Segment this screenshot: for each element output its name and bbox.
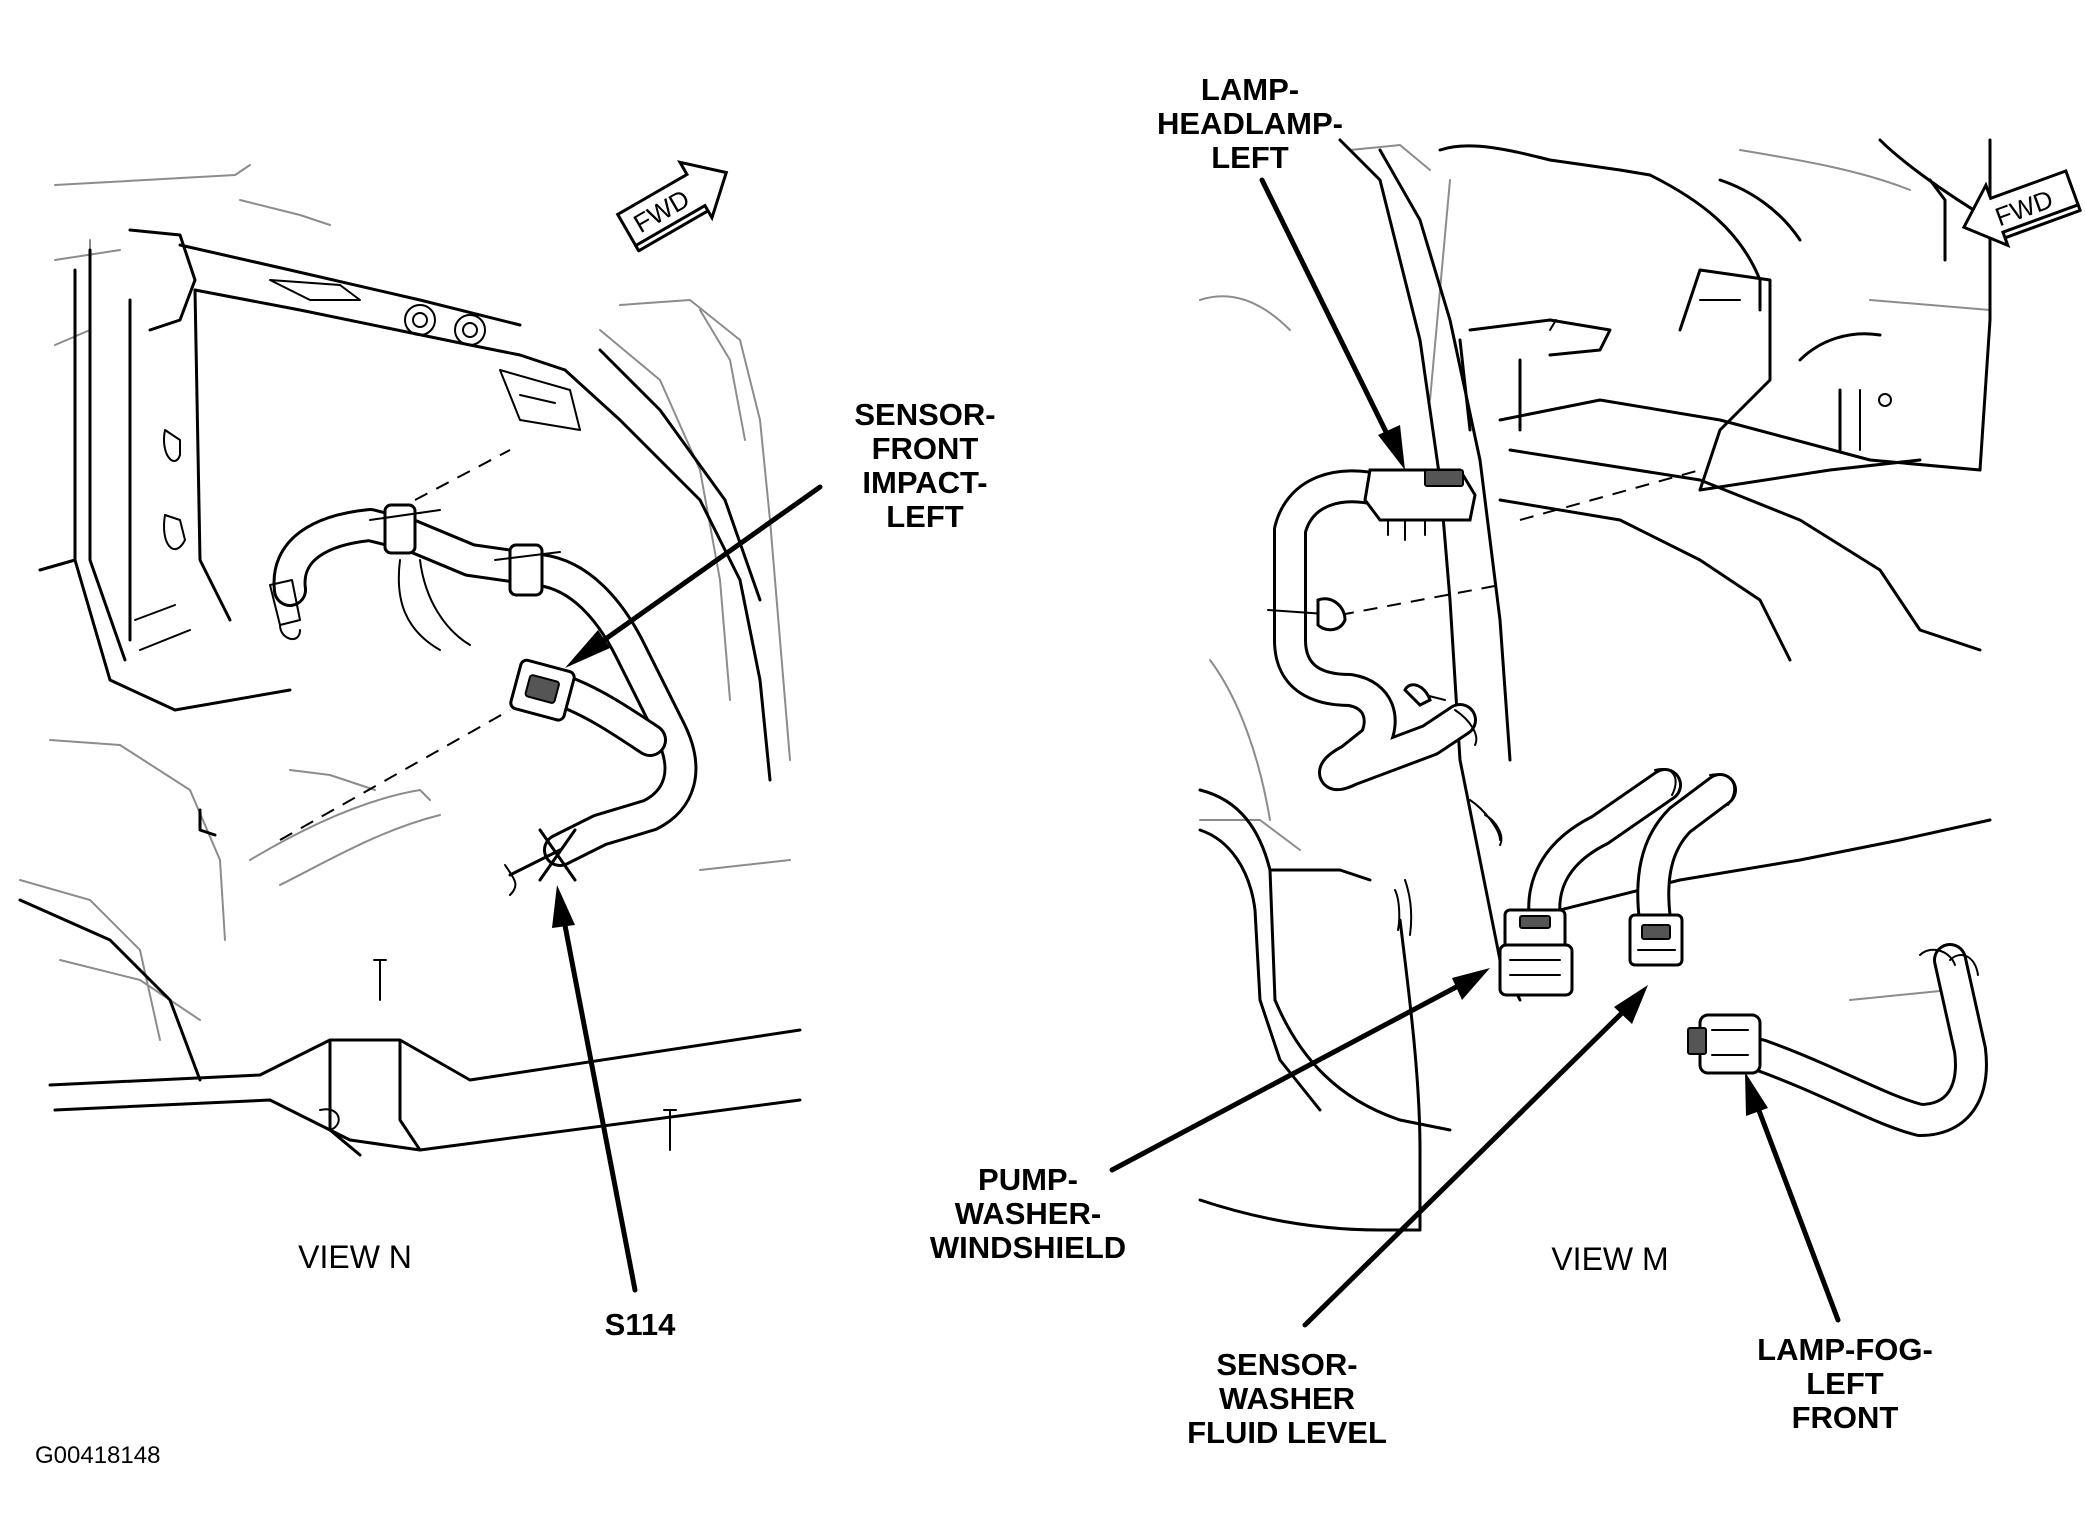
leader-sensor-front-impact-left: [565, 484, 823, 668]
callout-lamp-headlamp-left-line1: LAMP-: [1201, 72, 1299, 107]
callout-pump-washer-windshield-line3: WINDSHIELD: [930, 1230, 1126, 1265]
leader-s114: [552, 885, 638, 1293]
view-m-washer-harness: [1498, 768, 1737, 997]
view-n-body-structure: [19, 164, 791, 1041]
view-m-title: VIEW M: [1551, 1241, 1668, 1277]
callout-lamp-fog-left-front-line2: LEFT: [1806, 1366, 1884, 1401]
view-m-fog-lamp-harness: [1687, 943, 1988, 1137]
view-n-crossmember: [38, 228, 772, 782]
view-m-dashed-alignment-2: [1519, 469, 1701, 521]
front-impact-sensor-connector: [509, 658, 576, 722]
leader-lamp-fog-left-front: [1745, 1072, 1841, 1323]
leader-lamp-headlamp-left: [1259, 177, 1405, 470]
callout-sensor-front-impact-left-line2: FRONT: [872, 431, 979, 466]
view-n-title: VIEW N: [298, 1239, 412, 1275]
figure-id: G00418148: [35, 1442, 160, 1469]
s114-splice-mark: [538, 828, 577, 882]
callout-sensor-front-impact-left-line3: IMPACT-: [862, 465, 987, 500]
callout-lamp-headlamp-left-line3: LEFT: [1211, 140, 1289, 175]
view-m-lower-body: [1198, 788, 1992, 1232]
callout-sensor-front-impact-left-line1: SENSOR-: [854, 397, 995, 432]
leader-sensor-washer-fluid-level: [1302, 985, 1648, 1328]
callout-sensor-front-impact-left-line4: LEFT: [886, 499, 964, 534]
view-n-drawing: FWD: [18, 160, 802, 1157]
view-n-dashed-alignment-2: [279, 709, 511, 841]
callout-sensor-washer-fluid-level-line2: WASHER: [1219, 1381, 1355, 1416]
view-m-dashed-alignment: [1339, 584, 1501, 616]
view-m-headlamp-harness: [1267, 468, 1478, 792]
callout-lamp-fog-left-front-line3: FRONT: [1792, 1400, 1899, 1435]
leader-pump-washer-windshield: [1109, 968, 1490, 1173]
callout-pump-washer-windshield-line2: WASHER-: [955, 1196, 1101, 1231]
view-m-drawing: FWD: [1198, 138, 2082, 1232]
fwd-direction-icon-right: [1961, 169, 2082, 249]
view-m-body-structure: [1199, 144, 1991, 1001]
fwd-direction-icon: FWD: [615, 160, 729, 253]
washer-level-sensor-connector: [1628, 913, 1684, 967]
view-n-lower-structure: [18, 789, 802, 1157]
view-n-wiring-harness: [269, 503, 698, 896]
fog-lamp-connector: [1687, 1013, 1762, 1075]
callout-pump-washer-windshield-line1: PUMP-: [978, 1162, 1078, 1197]
callout-sensor-washer-fluid-level-line1: SENSOR-: [1216, 1347, 1357, 1382]
callout-lamp-fog-left-front-line1: LAMP-FOG-: [1757, 1332, 1933, 1367]
headlamp-connector: [1363, 468, 1477, 541]
washer-pump-connector: [1498, 908, 1574, 997]
callout-sensor-washer-fluid-level-line3: FLUID LEVEL: [1187, 1415, 1387, 1450]
view-n-callouts: SENSOR- FRONT IMPACT- LEFT S114 VIEW N: [298, 397, 996, 1342]
callout-s114: S114: [605, 1307, 676, 1342]
callout-lamp-headlamp-left-line2: HEADLAMP-: [1157, 106, 1343, 141]
view-m-callouts: LAMP- HEADLAMP- LEFT PUMP- WASHER- WINDS…: [930, 72, 1933, 1450]
view-n-dashed-alignment: [414, 449, 511, 501]
